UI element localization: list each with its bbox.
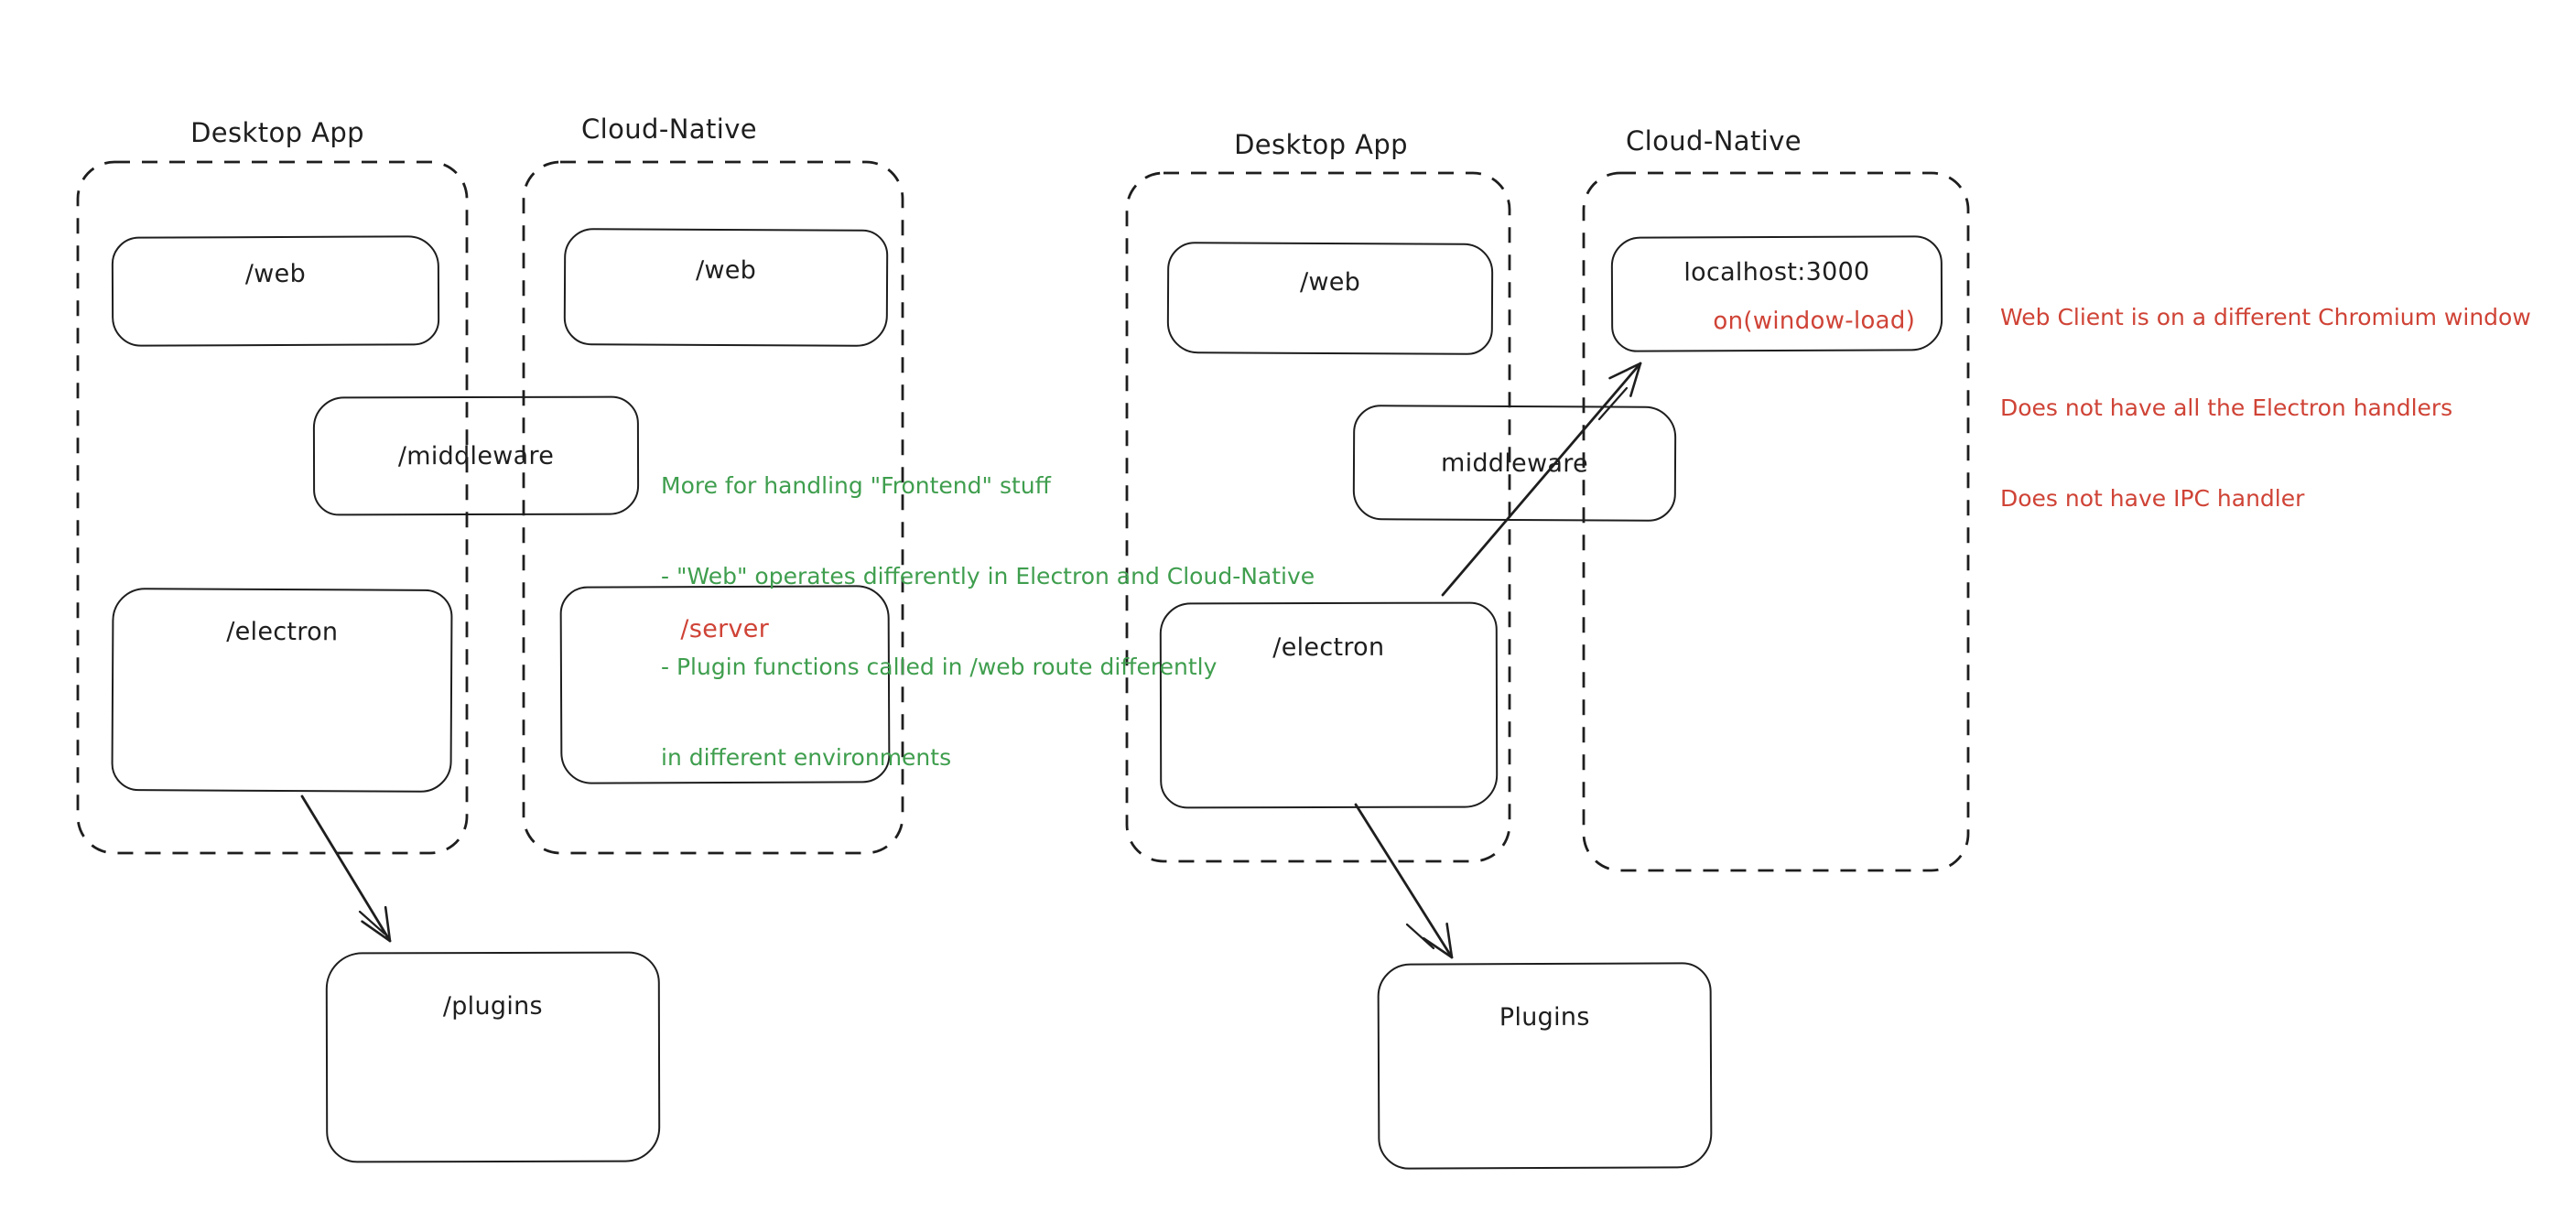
right-cloud-native-container — [1582, 171, 1970, 872]
left-cloud-native-title: Cloud-Native — [581, 113, 757, 145]
arrow-sketch-stroke — [358, 910, 386, 935]
red-note-line: Does not have all the Electron handlers — [2000, 394, 2453, 421]
left-cloud-native-container — [522, 160, 904, 855]
node-label: localhost:3000 — [1683, 257, 1870, 287]
arrow-sketch-stroke — [1597, 386, 1629, 421]
node-label: Plugins — [1499, 1002, 1590, 1032]
arrow-electron-to-plugins-left — [300, 794, 392, 943]
node-localhost-3000: localhost:3000 on(window-load) — [1610, 235, 1943, 352]
node-label: /electron — [226, 617, 339, 647]
node-plugins-right: Plugins — [1377, 962, 1713, 1170]
red-note-line: Does not have IPC handler — [2000, 485, 2305, 512]
green-note-line: More for handling "Frontend" stuff — [661, 472, 1051, 499]
node-middleware-right: middleware — [1352, 405, 1677, 522]
green-note-line: in different environments — [661, 744, 952, 771]
node-electron-left: /electron — [111, 588, 453, 793]
node-plugins-left: /plugins — [325, 951, 661, 1163]
node-label: /web — [695, 255, 757, 286]
right-desktop-app-title: Desktop App — [1234, 129, 1408, 160]
arrow-electron-to-plugins-right — [1354, 803, 1454, 959]
node-label: /plugins — [442, 991, 543, 1021]
green-note: More for handling "Frontend" stuff - "We… — [661, 410, 1315, 833]
right-cloud-native-title: Cloud-Native — [1626, 125, 1802, 157]
node-middleware-left: /middleware — [312, 395, 640, 516]
node-label: /web — [244, 259, 307, 289]
left-desktop-app-container — [76, 160, 469, 855]
node-label: /web — [1299, 267, 1361, 297]
red-note: Web Client is on a different Chromium wi… — [2000, 242, 2531, 574]
node-label: /middleware — [397, 441, 555, 470]
node-web-desktop-left: /web — [111, 235, 440, 347]
node-web-desktop-right: /web — [1166, 242, 1494, 355]
on-window-load-label: on(window-load) — [1713, 307, 1916, 336]
node-label: middleware — [1440, 448, 1589, 478]
green-note-line: - Plugin functions called in /web route … — [661, 654, 1218, 680]
left-desktop-app-title: Desktop App — [190, 117, 364, 148]
node-web-cloud-left: /web — [563, 228, 889, 347]
red-note-line: Web Client is on a different Chromium wi… — [2000, 304, 2531, 330]
green-note-line: - "Web" operates differently in Electron… — [661, 563, 1315, 589]
arrow-electron-to-localhost — [1441, 362, 1642, 597]
arrow-sketch-stroke — [1405, 923, 1435, 950]
